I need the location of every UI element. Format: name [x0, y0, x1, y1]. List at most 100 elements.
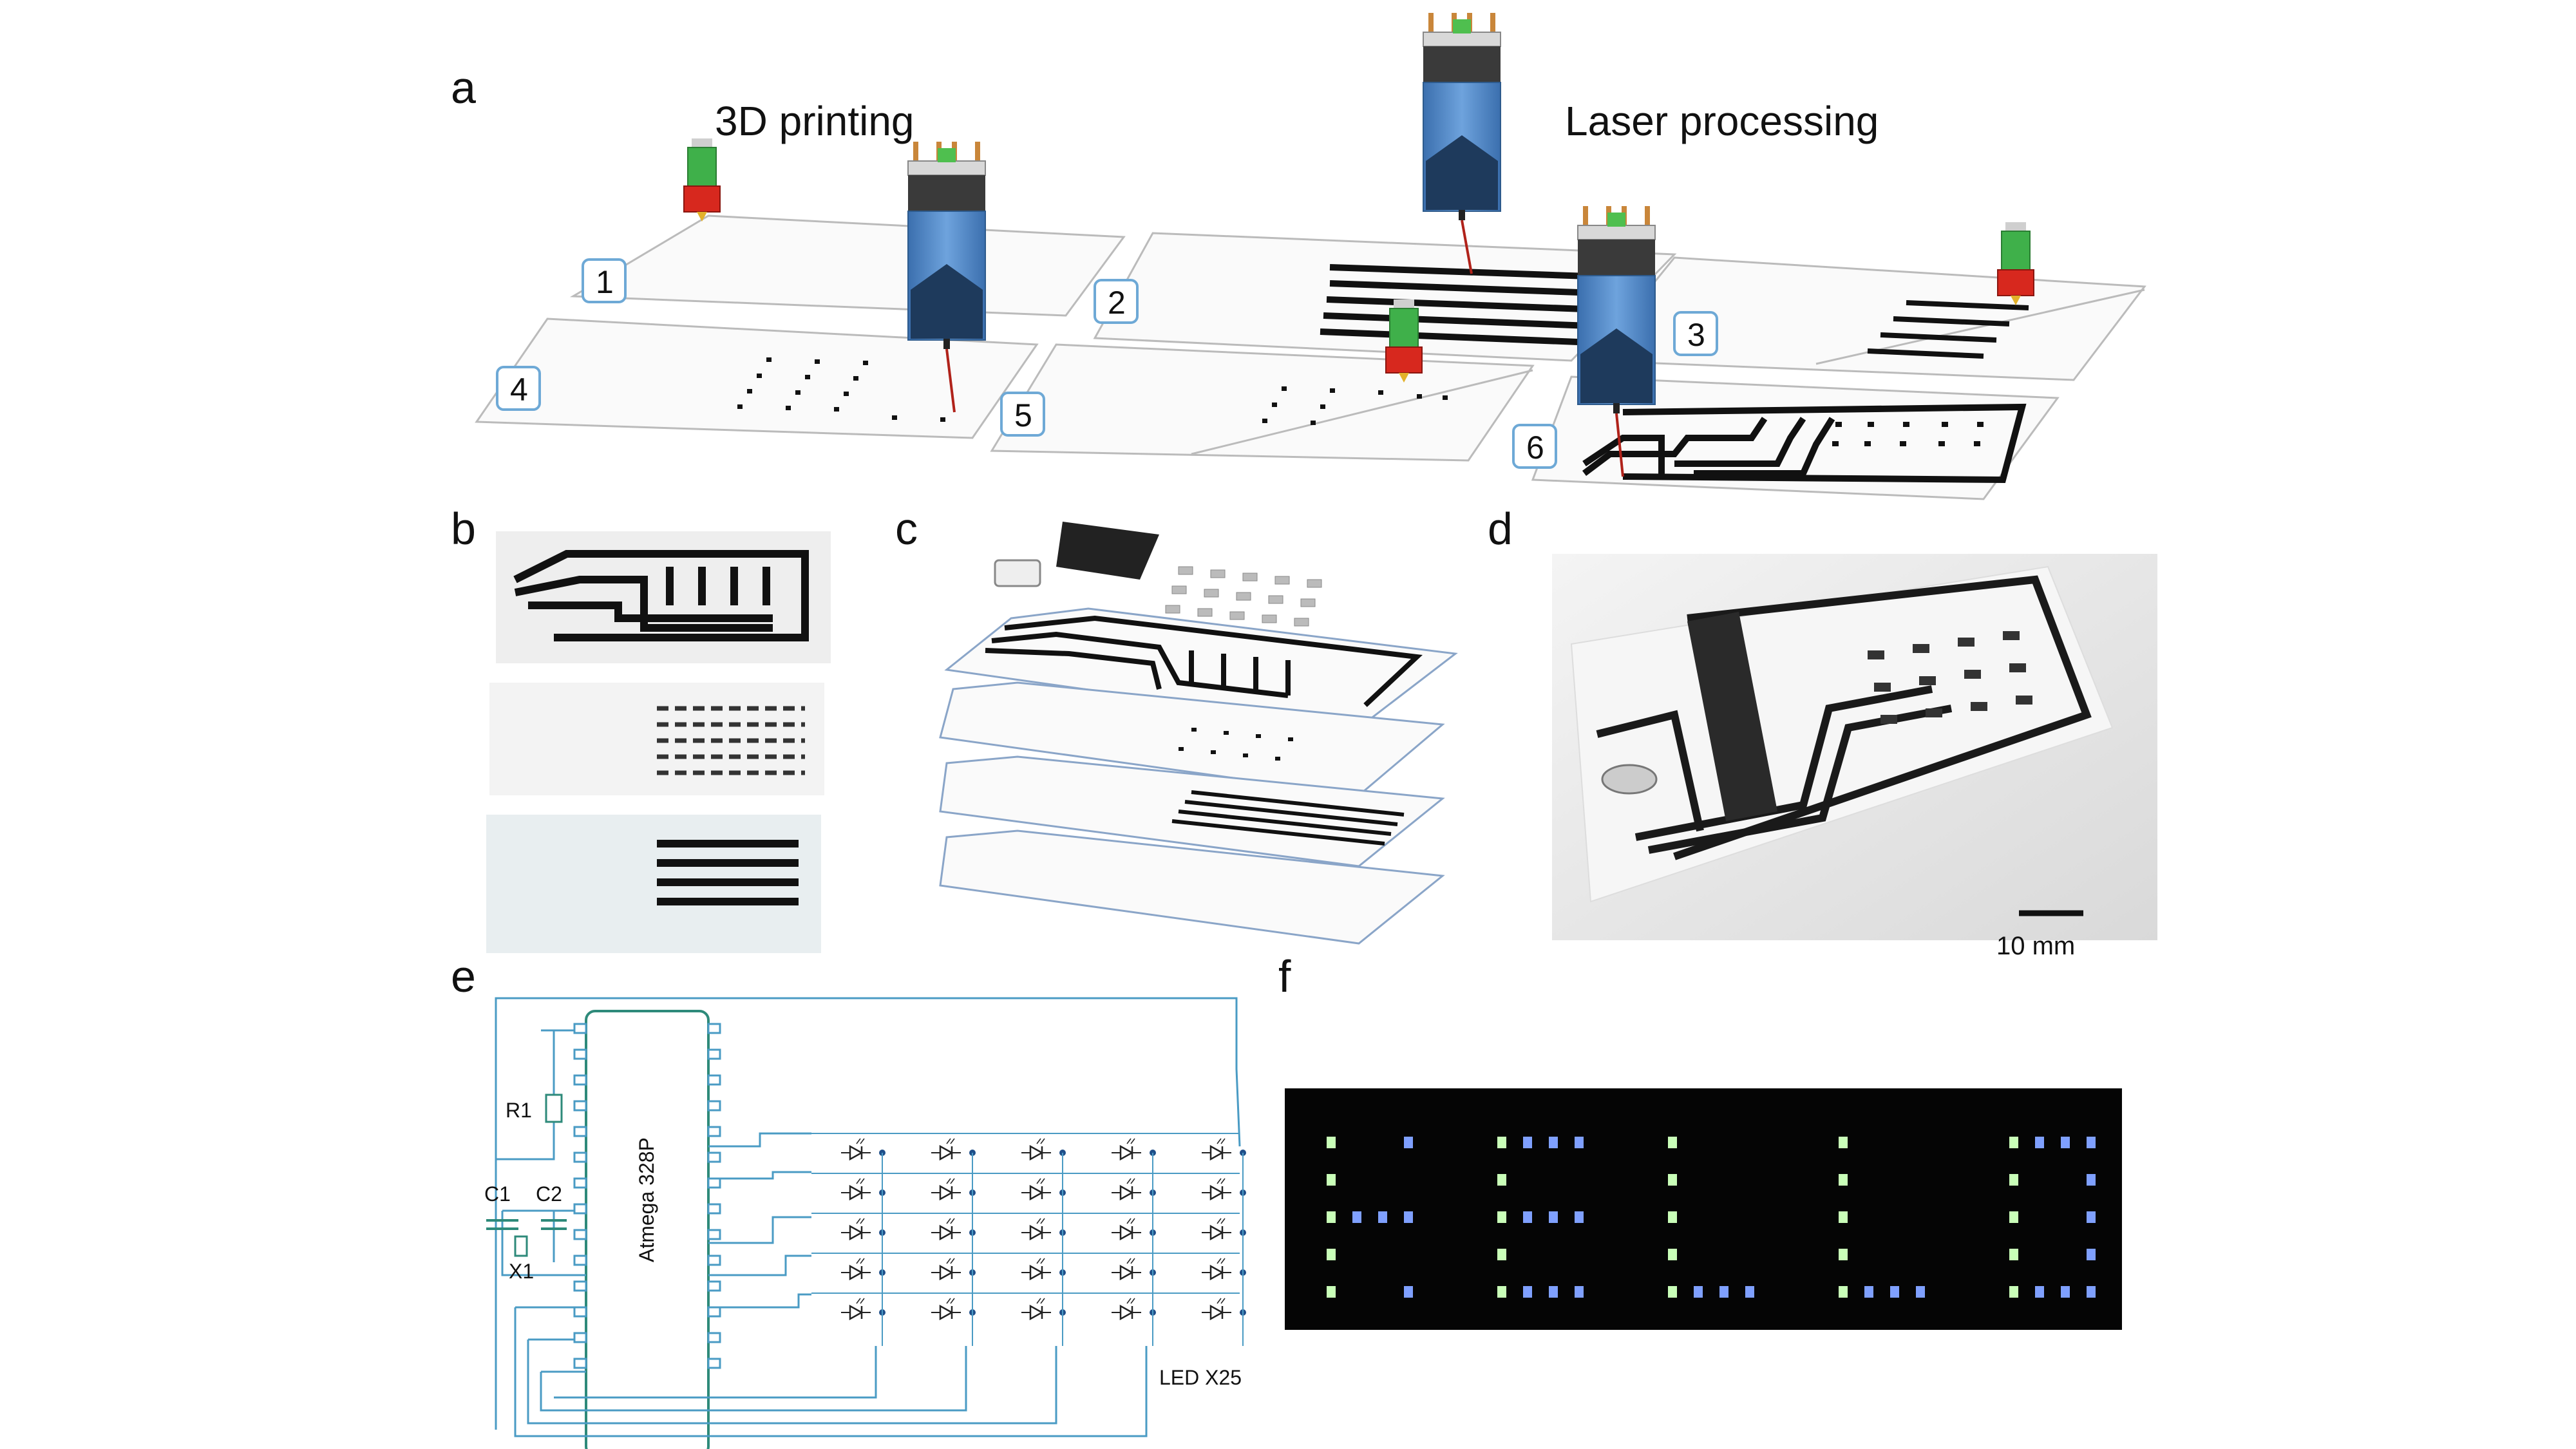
lit-led-pixel	[1668, 1211, 1677, 1223]
lit-led-pixel	[2087, 1286, 2096, 1298]
led-symbol-icon	[930, 1217, 962, 1240]
plate-step-4: 4	[475, 317, 1039, 439]
led-symbol-icon	[1110, 1297, 1142, 1320]
step-3-number: 3	[1687, 317, 1705, 353]
lit-led-pixel	[1668, 1137, 1677, 1148]
lit-led-pixel	[2035, 1137, 2044, 1148]
led-symbol-icon	[1200, 1177, 1233, 1200]
chip-pins	[573, 1023, 721, 1369]
printed-lines	[1867, 300, 2029, 359]
laser-beam	[945, 348, 956, 413]
led-symbol-icon	[930, 1137, 962, 1160]
lit-led-pixel	[1378, 1211, 1387, 1223]
led-matrix	[811, 1133, 1246, 1346]
panel-d-letter: d	[1488, 504, 1513, 554]
lit-led-pixel	[1839, 1249, 1848, 1260]
step-4-number: 4	[510, 372, 528, 408]
panel-c-letter: c	[895, 504, 918, 554]
lit-led-pixel	[2009, 1137, 2018, 1148]
chip-component-icon	[1056, 522, 1159, 580]
led-symbol-icon	[1200, 1217, 1233, 1240]
lit-led-pixel	[1839, 1137, 1848, 1148]
photo-d-chip	[1687, 612, 1777, 821]
led-symbol-icon	[930, 1257, 962, 1280]
led-components	[1165, 566, 1322, 627]
lit-led-pixel	[2061, 1137, 2070, 1148]
print-nozzle-icon	[1385, 299, 1423, 383]
lit-led-pixel	[1497, 1249, 1506, 1260]
lit-led-pixel	[1523, 1286, 1532, 1298]
scale-bar-label: 10 mm	[1996, 932, 2075, 960]
layer-2	[939, 681, 1445, 797]
led-symbol-icon	[1200, 1297, 1233, 1320]
lit-led-pixel	[1404, 1286, 1413, 1298]
label-3d-printing: 3D printing	[715, 98, 914, 144]
lit-led-pixel	[1668, 1249, 1677, 1260]
lit-led-pixel	[1523, 1211, 1532, 1223]
lit-led-pixel	[1327, 1211, 1336, 1223]
photo-middle-traces	[657, 706, 805, 775]
led-symbol-icon	[840, 1217, 872, 1240]
lit-led-pixel	[1745, 1286, 1754, 1298]
pads	[1832, 422, 1984, 446]
panel-b-letter: b	[451, 504, 476, 554]
led-symbol-icon	[1110, 1137, 1142, 1160]
print-nozzle-icon	[683, 138, 721, 222]
led-symbol-icon	[930, 1177, 962, 1200]
laser-beam	[1615, 413, 1624, 477]
lit-led-pixel	[1497, 1174, 1506, 1186]
lit-led-pixel	[2087, 1174, 2096, 1186]
step-1-number: 1	[596, 264, 614, 300]
x1-label: X1	[509, 1260, 534, 1283]
led-symbol-icon	[840, 1177, 872, 1200]
lit-led-pixel	[2087, 1249, 2096, 1260]
lit-led-pixel	[1839, 1211, 1848, 1223]
led-symbol-icon	[1020, 1257, 1052, 1280]
step-2-number: 2	[1108, 285, 1126, 321]
laser-head-icon	[907, 141, 986, 350]
lit-led-pixel	[1916, 1286, 1925, 1298]
panel-b: b	[451, 504, 831, 953]
photo-d-leds	[1868, 631, 2032, 724]
panel-a: a 3D printing Laser processing 1 4	[451, 12, 2146, 500]
printed-pads	[737, 357, 945, 422]
led-count-label: LED X25	[1159, 1366, 1242, 1389]
led-symbol-icon	[1110, 1217, 1142, 1240]
lit-led-pixel	[1497, 1286, 1506, 1298]
lit-led-pixel	[1549, 1211, 1558, 1223]
panel-a-letter: a	[451, 62, 476, 113]
panel-e-letter: e	[451, 951, 476, 1001]
lit-led-pixel	[1497, 1137, 1506, 1148]
chip-label: Atmega 328P	[635, 1137, 658, 1262]
lit-led-pixel	[1668, 1174, 1677, 1186]
lit-led-pixel	[2009, 1286, 2018, 1298]
lit-led-pixel	[1839, 1174, 1848, 1186]
capacitor-symbols	[486, 1219, 567, 1230]
lit-led-pixel	[1523, 1137, 1532, 1148]
lit-led-pixel	[1575, 1137, 1584, 1148]
panel-c: c	[895, 504, 1458, 945]
led-symbol-icon	[840, 1257, 872, 1280]
lit-led-pixel	[1890, 1286, 1899, 1298]
laser-head-icon	[1423, 12, 1501, 221]
c1-label: C1	[484, 1182, 511, 1206]
lit-led-pixel	[2009, 1249, 2018, 1260]
led-symbol-icon	[840, 1297, 872, 1320]
photo-top-traces	[513, 550, 809, 641]
lit-led-pixel	[1327, 1137, 1336, 1148]
led-display-photo	[1285, 1088, 2122, 1330]
laser-beam	[1461, 220, 1473, 274]
lit-led-pixel	[1404, 1211, 1413, 1223]
layer-3-lines	[1171, 790, 1405, 846]
led-symbol-icon	[1200, 1137, 1233, 1160]
led-symbol-icon	[1020, 1137, 1052, 1160]
panel-f: f	[1278, 951, 2122, 1330]
lit-led-pixel	[2061, 1286, 2070, 1298]
lit-led-pixel	[1327, 1249, 1336, 1260]
lit-led-pixel	[1327, 1286, 1336, 1298]
led-symbol-icon	[1110, 1257, 1142, 1280]
step-6-number: 6	[1526, 430, 1544, 466]
lit-led-pixel	[1575, 1211, 1584, 1223]
lit-led-pixel	[1497, 1211, 1506, 1223]
